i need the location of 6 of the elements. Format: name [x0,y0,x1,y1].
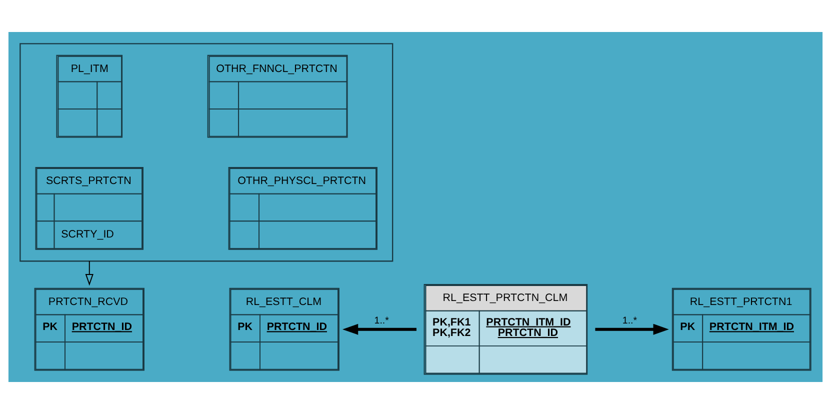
arrow [342,324,416,335]
cluster [20,43,394,262]
edge-label: 1..* [374,316,389,327]
arrow [85,260,94,286]
edge-label: 1..* [622,316,638,327]
arrow [595,324,669,335]
